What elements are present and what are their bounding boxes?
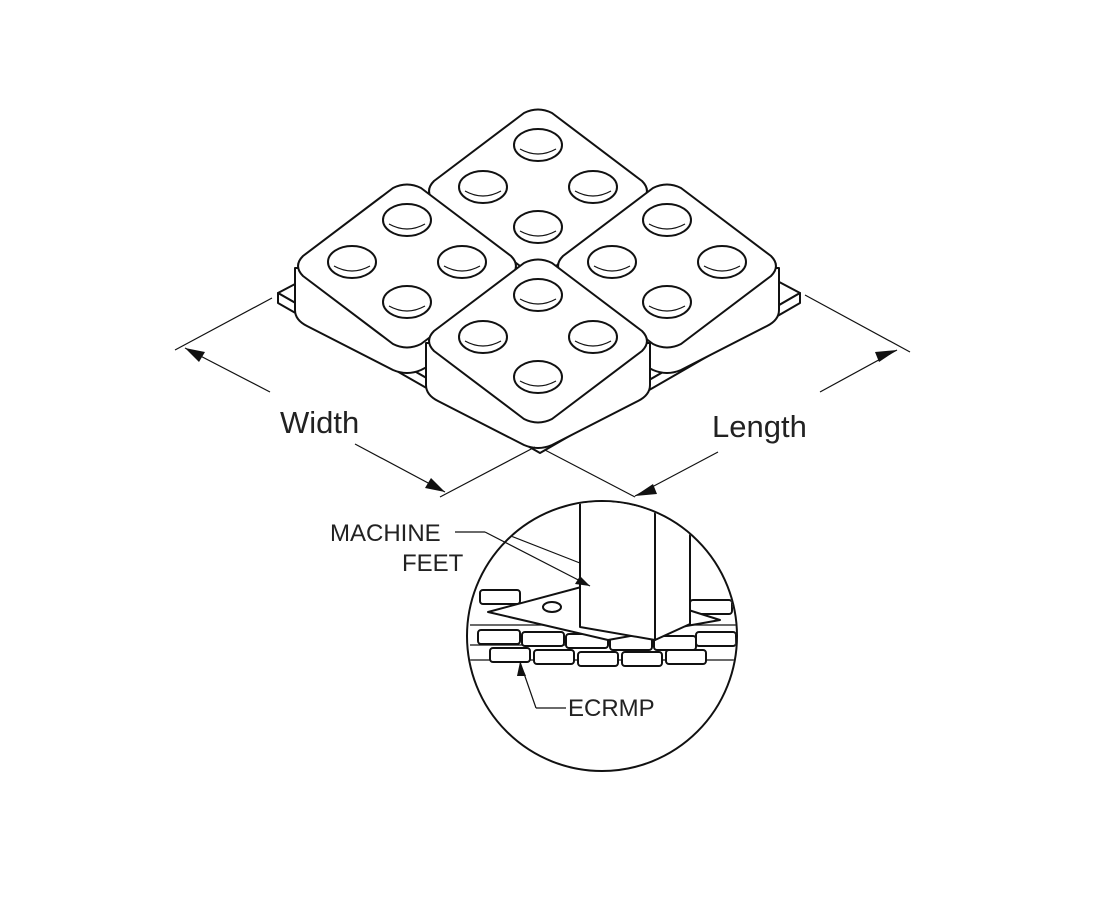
width-label: Width <box>280 405 359 440</box>
ecrmp-label: ECRMP <box>568 695 655 722</box>
width-dimension <box>174 297 536 498</box>
length-dimension <box>544 294 911 498</box>
mat-stack-rows <box>477 589 736 667</box>
ecrmp-callout <box>517 661 566 709</box>
machine-feet-label-line2: FEET <box>402 550 464 577</box>
length-label: Length <box>712 409 807 444</box>
machine-feet-label-line1: MACHINE <box>330 520 441 547</box>
machine-foot-column <box>579 502 691 641</box>
machine-feet-callout <box>455 531 591 587</box>
detail-view <box>466 500 738 772</box>
